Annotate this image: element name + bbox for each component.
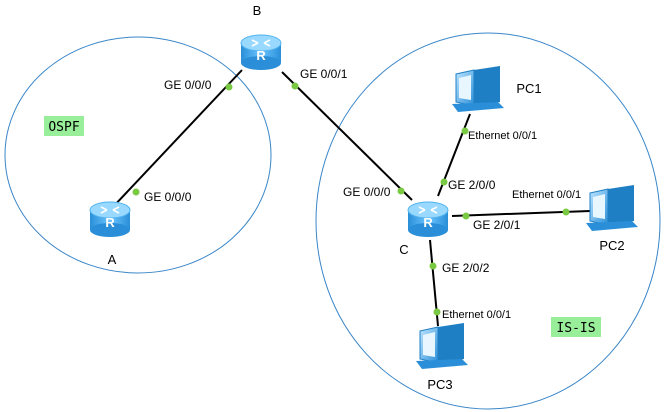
router-a[interactable] — [89, 201, 131, 238]
pc2[interactable] — [585, 184, 639, 232]
port-label-pc2-eth: Ethernet 0/0/1 — [512, 189, 581, 201]
port-label-pc3-eth: Ethernet 0/0/1 — [442, 309, 511, 321]
pc-icon — [451, 65, 505, 113]
isis-area-tag: IS-IS — [551, 317, 601, 337]
pc1-label: PC1 — [516, 81, 541, 96]
ospf-area-boundary — [4, 36, 272, 274]
pc3-label: PC3 — [427, 377, 452, 392]
pc1[interactable] — [451, 65, 505, 113]
pc3[interactable] — [415, 322, 469, 370]
port-dot-c-ge200 — [440, 178, 448, 186]
port-label-a-ge000: GE 0/0/0 — [144, 190, 192, 204]
port-label-c-ge200: GE 2/0/0 — [448, 178, 496, 192]
link-b-c — [281, 71, 413, 201]
port-dot-c-ge000 — [397, 187, 405, 195]
port-dot-b-ge001 — [291, 82, 299, 90]
pc-icon — [585, 184, 639, 232]
port-label-c-ge202: GE 2/0/2 — [442, 261, 490, 275]
router-icon — [407, 201, 449, 238]
pc-icon — [415, 322, 469, 370]
port-label-b-ge000: GE 0/0/0 — [164, 78, 212, 92]
router-a-label: A — [108, 252, 117, 267]
router-icon — [240, 34, 282, 71]
router-c[interactable] — [407, 201, 449, 238]
isis-area-label: IS-IS — [556, 321, 595, 336]
router-b-label: B — [253, 3, 262, 18]
port-dot-c-ge201 — [462, 212, 470, 220]
router-c-label: C — [399, 242, 408, 257]
link-a-b — [111, 69, 243, 209]
port-dot-b-ge000 — [225, 83, 233, 91]
router-icon — [89, 201, 131, 238]
port-dot-c-ge202 — [429, 262, 437, 270]
port-dot-pc3-eth — [433, 308, 441, 316]
isis-area-boundary — [315, 32, 661, 410]
port-label-c-ge201: GE 2/0/1 — [473, 218, 521, 232]
port-label-c-ge000: GE 0/0/0 — [343, 185, 391, 199]
ospf-area-label: OSPF — [48, 120, 79, 135]
port-dot-a-ge000 — [132, 188, 140, 196]
port-label-b-ge001: GE 0/0/1 — [300, 67, 348, 81]
port-dot-pc1-eth — [461, 127, 469, 135]
pc2-label: PC2 — [599, 238, 624, 253]
router-b[interactable] — [240, 34, 282, 71]
port-label-pc1-eth: Ethernet 0/0/1 — [468, 130, 537, 142]
ospf-area-tag: OSPF — [44, 116, 84, 136]
port-dot-pc2-eth — [562, 208, 570, 216]
